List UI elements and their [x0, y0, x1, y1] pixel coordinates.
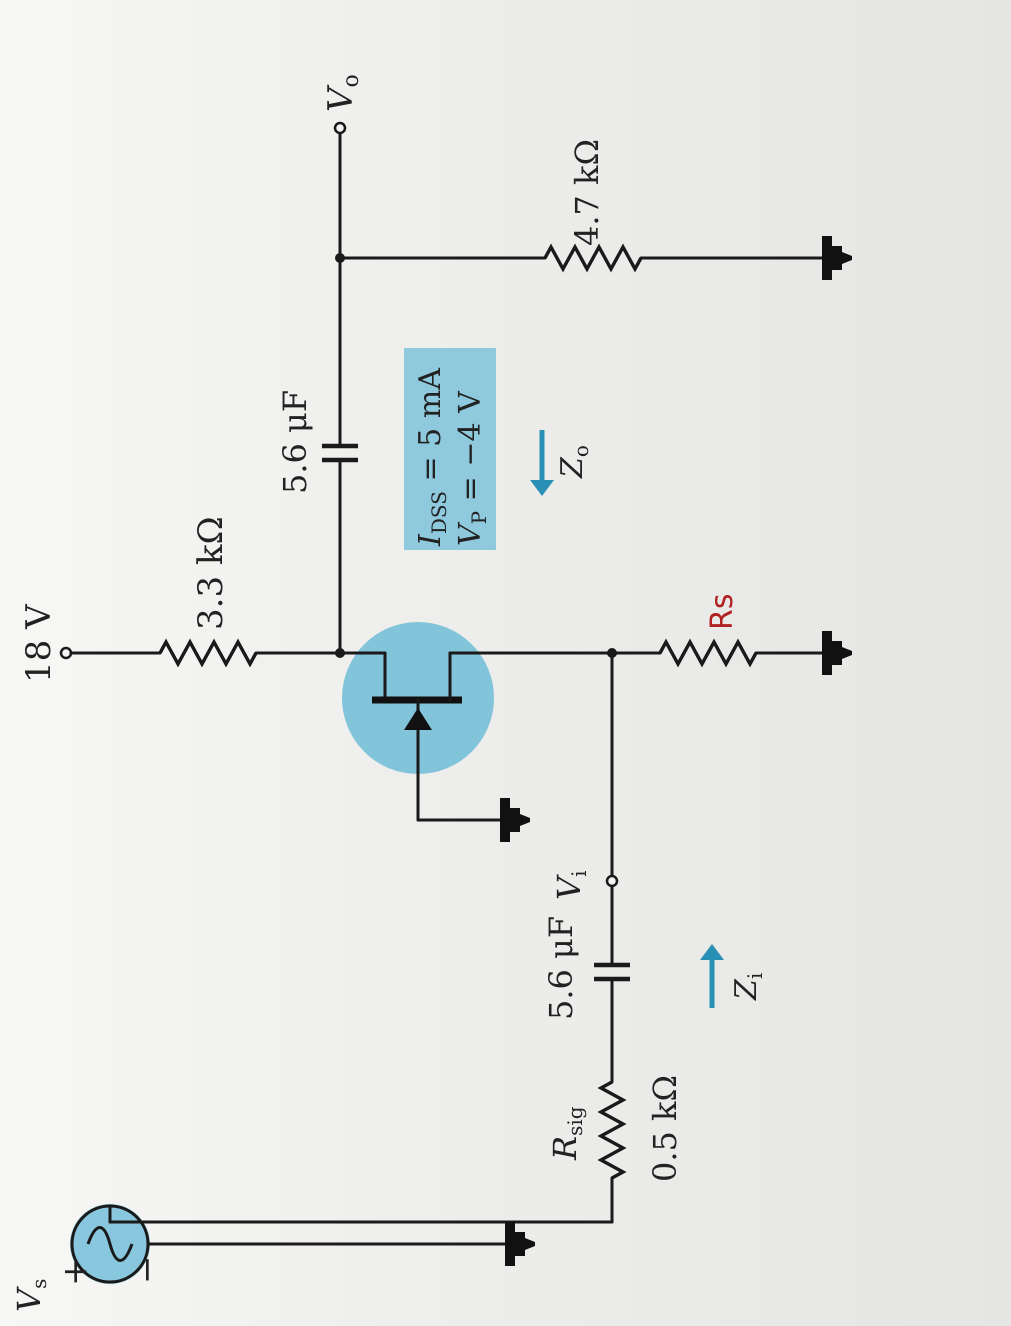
rl-resistor: [543, 243, 643, 273]
rd-resistor: [158, 638, 258, 668]
vs-plus: +: [55, 1258, 95, 1287]
rsig-resistor: [597, 1080, 627, 1180]
zi-arrow-icon: [700, 944, 724, 1008]
rd-label: 3.3 kΩ: [191, 516, 231, 630]
jfet-gate-arrow: [404, 708, 432, 730]
parameter-box: [404, 348, 496, 550]
rs-label: Rs: [705, 594, 740, 630]
vi-label: Vi: [550, 870, 591, 900]
rsig-label: Rsig: [546, 1106, 587, 1161]
rl-label: 4.7 kΩ: [568, 139, 606, 246]
vs-label: Vs: [10, 1279, 51, 1312]
zi-label: Zi: [729, 973, 767, 1001]
ground-icon: [505, 1222, 535, 1266]
ground-icon: [500, 798, 530, 842]
vo-terminal: [333, 121, 347, 135]
idss-param: IDSS = 5 mA: [413, 368, 451, 547]
vs-minus: −: [127, 1256, 167, 1285]
zo-label: Zo: [555, 445, 593, 479]
rsig-value: 0.5 kΩ: [646, 1075, 684, 1182]
vp-param: VP = −4 V: [453, 390, 491, 546]
supply-label: 18 V: [19, 603, 59, 683]
vo-label: Vo: [321, 74, 364, 112]
cout-label: 5.6 μF: [276, 390, 314, 494]
ground-icon: [822, 236, 852, 280]
sine-icon: [86, 1226, 134, 1262]
ground-icon: [822, 631, 852, 675]
cin-label: 5.6 μF: [542, 916, 580, 1020]
rs-resistor: [658, 638, 758, 668]
zo-arrow-icon: [530, 430, 554, 496]
